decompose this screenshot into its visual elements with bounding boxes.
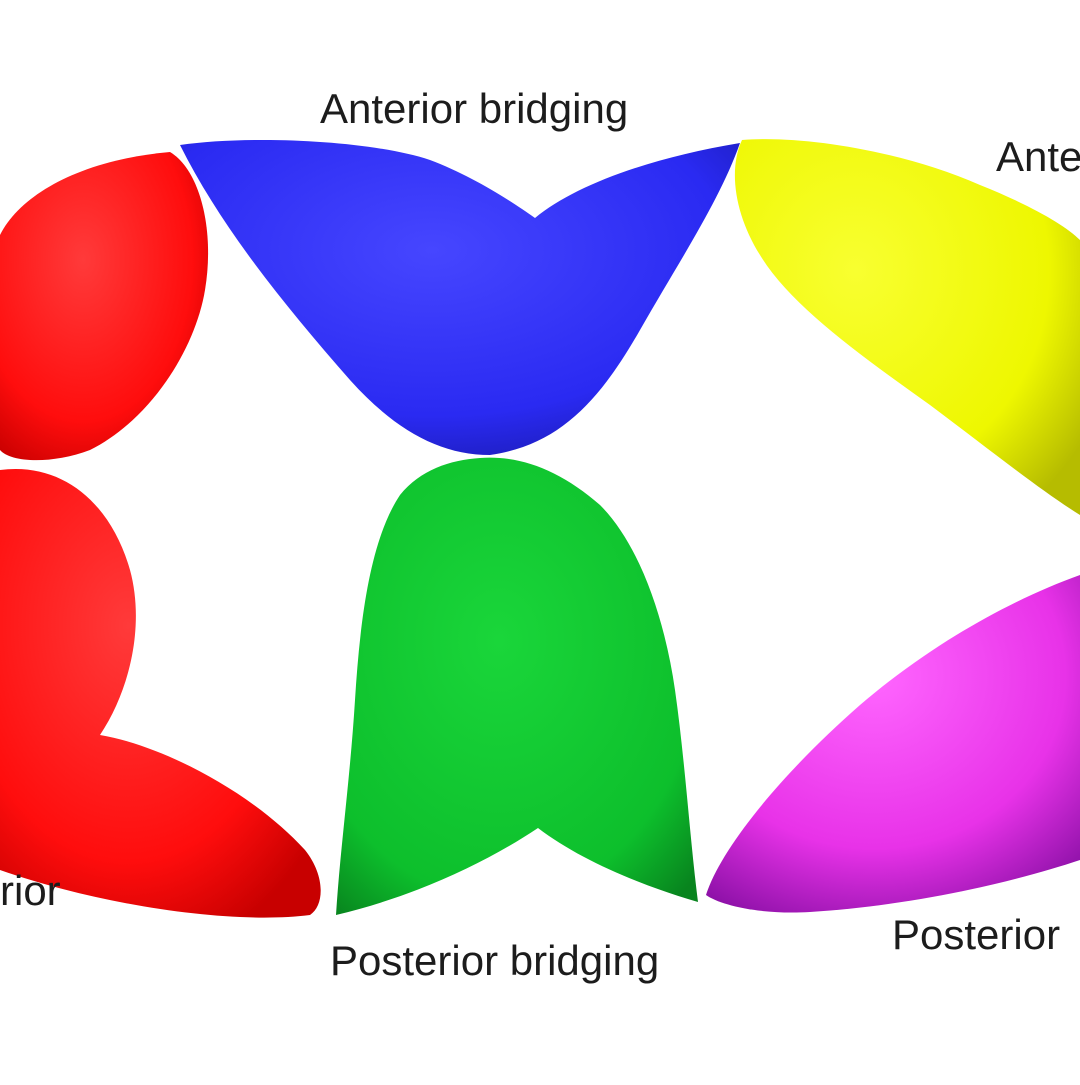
red-posterior-lobe (0, 468, 321, 918)
posterior-left-label: rior (0, 867, 61, 914)
magenta-posterior-segment (706, 575, 1080, 913)
posterior-right-label: Posterior (892, 911, 1061, 958)
posterior-bridging-label: Posterior bridging (330, 937, 660, 984)
green-posterior-bridging-segment (336, 457, 698, 915)
red-anterior-lobe (0, 152, 209, 461)
anterior-right-label: Ante (996, 133, 1080, 180)
anterior-bridging-label: Anterior bridging (320, 85, 629, 132)
blue-anterior-bridging-segment (180, 140, 740, 455)
yellow-anterior-segment (734, 139, 1080, 515)
